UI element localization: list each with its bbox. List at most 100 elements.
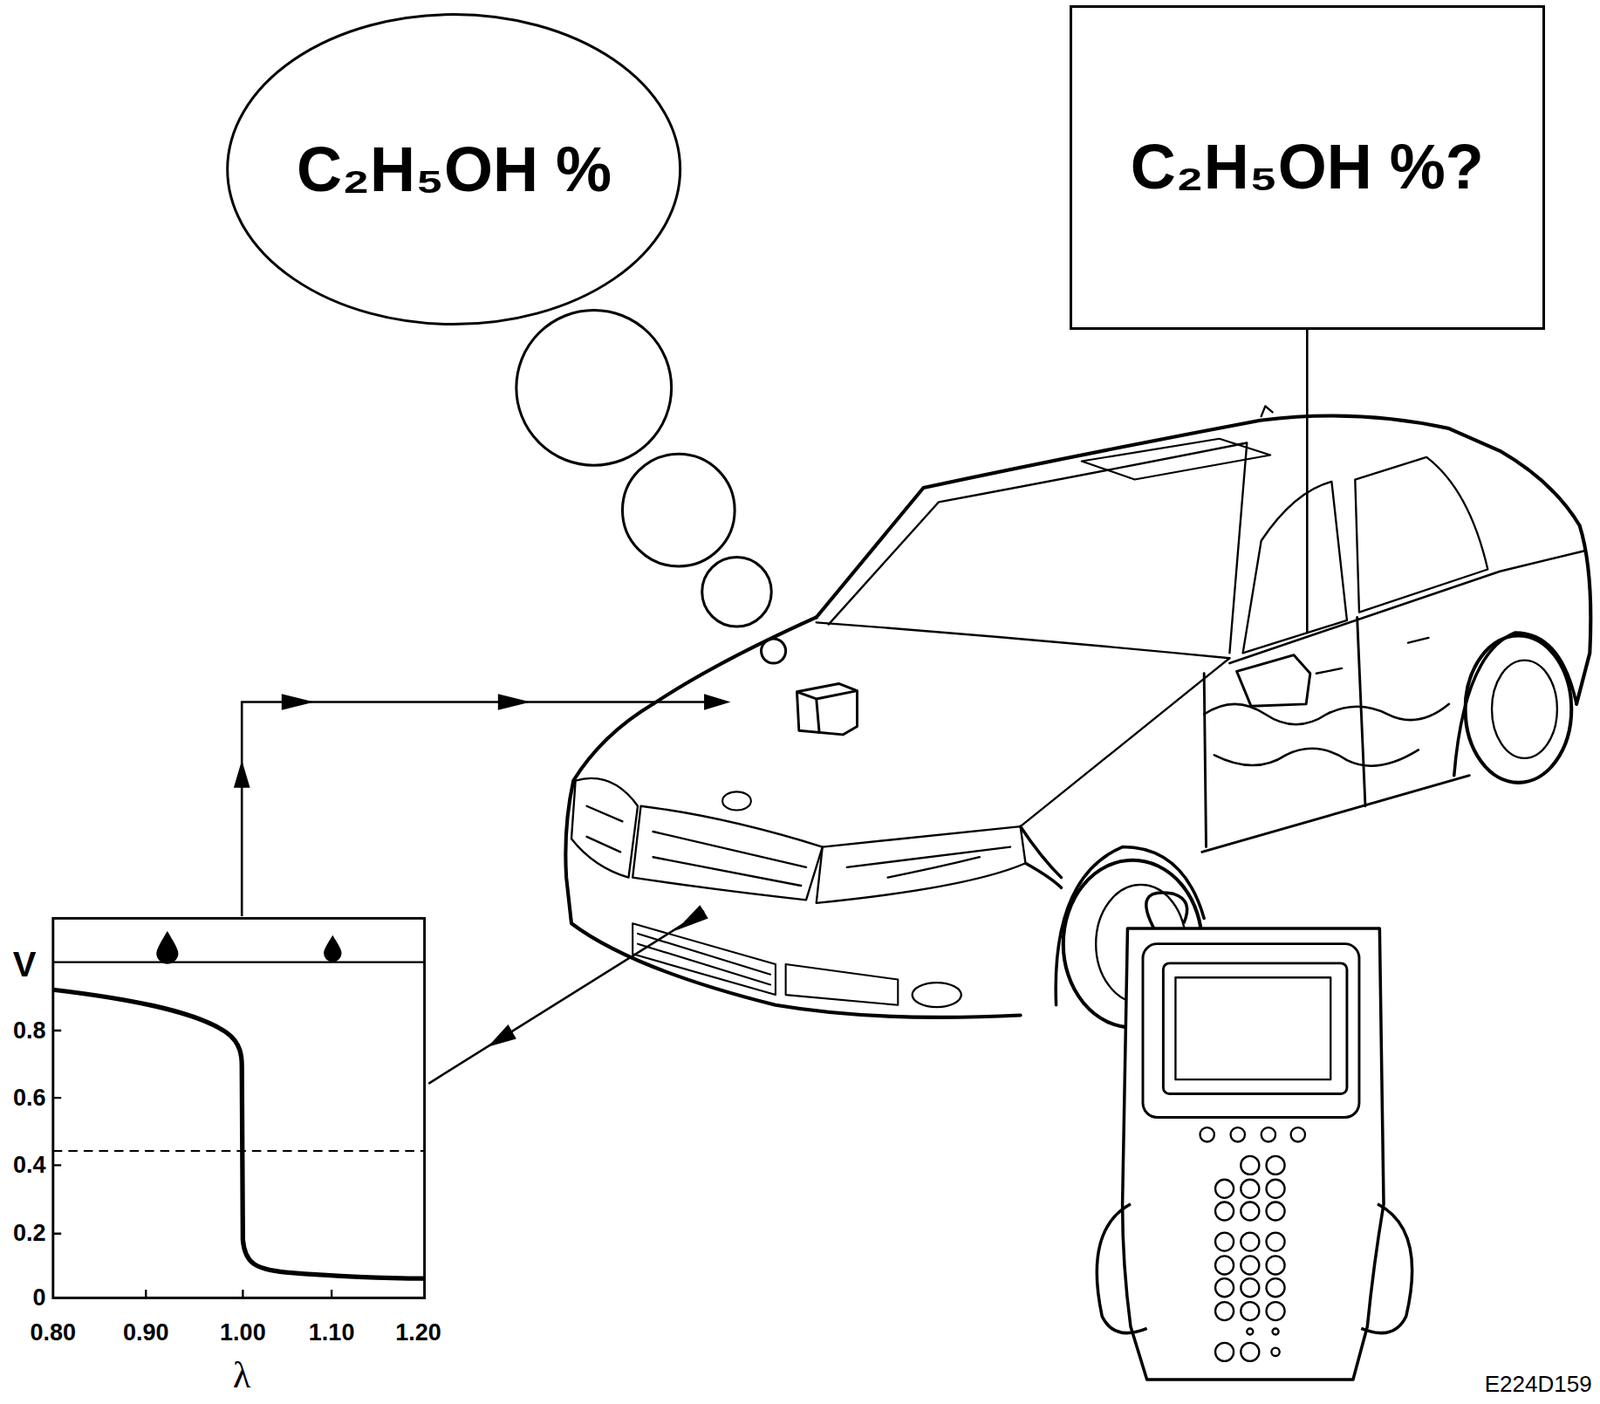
fuel-line <box>1203 704 1450 766</box>
cowl <box>816 622 1231 658</box>
tick-label: 0 <box>33 1285 47 1310</box>
scan-tool <box>1240 1342 1259 1361</box>
tick-label: 0.2 <box>13 1221 47 1245</box>
scan-tool <box>1215 1201 1234 1220</box>
scan-tool <box>1240 1201 1259 1220</box>
rear-tire <box>1465 635 1573 782</box>
arrow-heads <box>233 759 251 788</box>
scan-tool <box>1142 943 1360 1118</box>
front-window <box>1243 481 1348 653</box>
arrow-heads <box>704 693 731 711</box>
question-box: C₂H₅OH %? <box>1069 5 1546 330</box>
thought-bubbles <box>622 453 735 567</box>
side-beltline <box>1229 550 1584 664</box>
scan-tool <box>1096 892 1412 1380</box>
windshield <box>828 442 1248 653</box>
arrow-heads <box>487 1024 517 1047</box>
scan-tool <box>1266 1301 1286 1320</box>
door-handles <box>1316 637 1430 674</box>
tick-label: 0.6 <box>13 1086 47 1110</box>
scan-tool <box>1162 963 1348 1095</box>
front-fender <box>1020 826 1062 888</box>
arrow-heads <box>281 693 315 711</box>
sunroof <box>1081 438 1271 480</box>
lambda-chart <box>53 917 425 1298</box>
scan-tool <box>1146 892 1188 931</box>
node-text: C₂H₅OH % <box>296 135 612 205</box>
fog-light <box>912 982 962 1007</box>
scan-tool <box>1240 1179 1259 1198</box>
badge <box>722 791 752 810</box>
scan-tool <box>1240 1155 1259 1175</box>
scan-tool <box>1240 1232 1259 1252</box>
car-roofline <box>816 416 1592 705</box>
wheel-arch-rear <box>1454 632 1577 776</box>
lambda-chart <box>53 1030 332 1298</box>
arrow-heads <box>233 693 732 1047</box>
hood-edge <box>1020 657 1231 827</box>
lambda-chart <box>53 961 425 964</box>
ellipse-outline <box>227 14 681 325</box>
scan-tool <box>1240 1255 1259 1274</box>
rear-window <box>1354 457 1488 613</box>
scan-tool <box>1240 1278 1259 1297</box>
car-hood-front <box>565 616 1020 1017</box>
car-drawing <box>565 405 1591 1027</box>
fuel-drops <box>157 932 178 964</box>
arrow-heads <box>498 693 531 711</box>
thought-bubbles <box>516 309 787 664</box>
scan-tool <box>1266 1155 1286 1175</box>
scan-tool <box>1266 1232 1286 1252</box>
scan-tool <box>1266 1278 1286 1297</box>
scan-tool <box>1096 1203 1412 1334</box>
mirror <box>1237 655 1311 706</box>
lambda-chart <box>53 989 425 1279</box>
thought-bubbles <box>702 556 773 627</box>
scan-tool <box>1215 1255 1234 1274</box>
scan-tool <box>1215 1179 1234 1198</box>
scan-tool <box>1215 1342 1234 1361</box>
scan-tool <box>1200 1127 1306 1361</box>
fuel-drops <box>157 932 342 964</box>
engine-control-unit <box>796 683 857 734</box>
lambda-chart <box>53 917 425 1298</box>
signal-arrows <box>1305 329 1309 633</box>
fuel-drops <box>324 936 342 961</box>
signal-arrows <box>241 702 727 917</box>
scan-tool <box>1266 1201 1286 1220</box>
node-text: C₂H₅OH %? <box>1130 132 1484 202</box>
scan-tool <box>1175 977 1331 1080</box>
thought-bubbles <box>516 309 672 465</box>
scan-tool <box>1122 928 1384 1380</box>
scan-tool <box>1215 1301 1234 1320</box>
axis-unit: V <box>13 946 37 982</box>
antenna <box>1261 405 1273 417</box>
scan-tool <box>1271 1347 1279 1356</box>
grille <box>632 806 823 901</box>
scan-tool <box>1261 1127 1276 1142</box>
axis-title: λ <box>232 1356 251 1394</box>
scan-tool <box>1272 1327 1279 1334</box>
scan-tool <box>1291 1127 1306 1142</box>
tick-label: 0.90 <box>123 1320 170 1345</box>
scan-tool <box>1246 1327 1253 1334</box>
signal-arrows <box>428 910 705 1084</box>
engine-control-unit <box>796 683 857 734</box>
scan-tool <box>1215 1232 1234 1252</box>
tick-label: 0.8 <box>13 1018 47 1043</box>
scan-tool <box>1240 1301 1259 1320</box>
scan-tool <box>1266 1179 1286 1198</box>
lambda-chart <box>53 1149 425 1152</box>
headlight-right <box>816 826 1026 903</box>
engine-control-unit <box>796 690 857 734</box>
tick-label: 1.20 <box>395 1320 442 1345</box>
lower-grille <box>632 923 898 1006</box>
scan-tool <box>1266 1255 1286 1274</box>
tick-label: 1.00 <box>219 1320 267 1345</box>
thought-ellipse: C₂H₅OH % <box>224 12 684 327</box>
scan-tool <box>1230 1127 1245 1142</box>
headlight-left <box>571 778 638 878</box>
tick-label: 0.4 <box>13 1153 47 1177</box>
arrow-heads <box>675 904 708 930</box>
